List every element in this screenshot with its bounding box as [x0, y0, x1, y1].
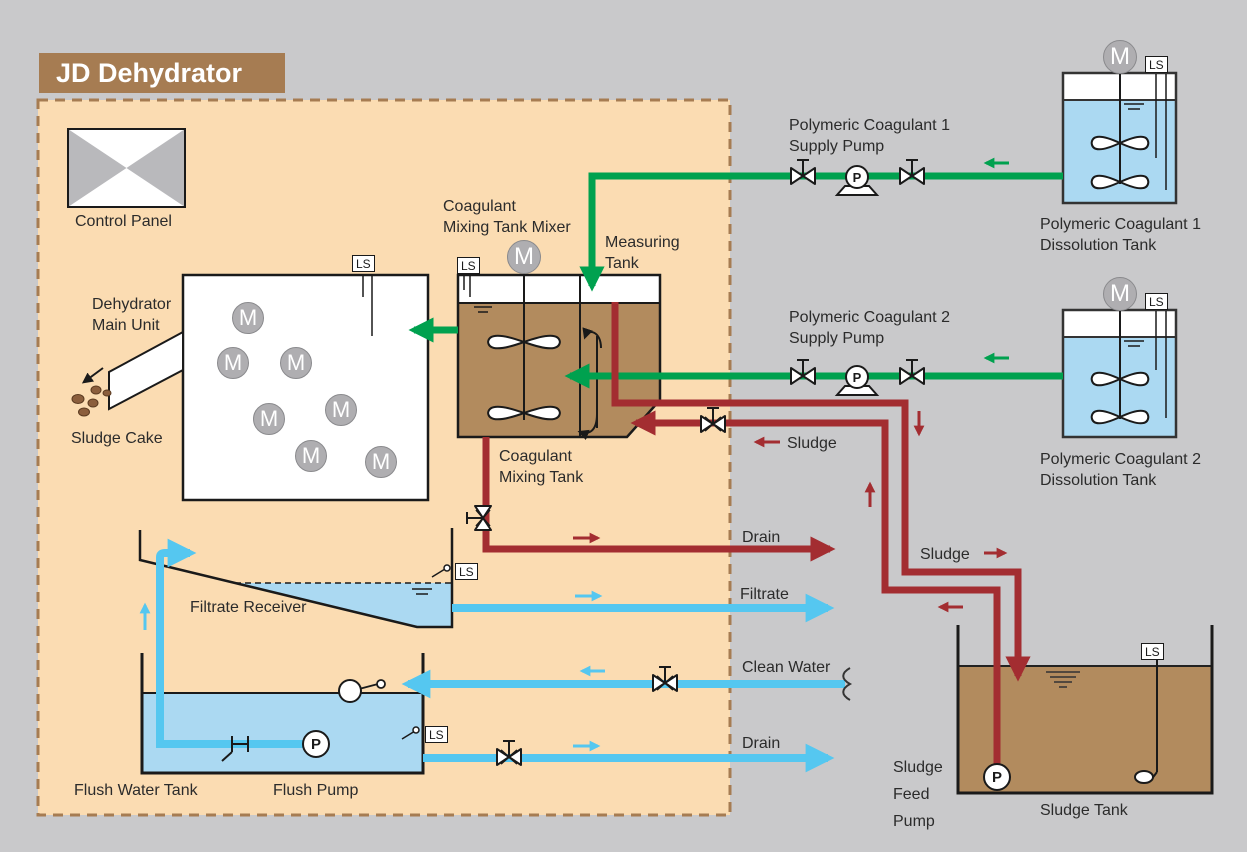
coagulant-mixing-tank-label-line2: Mixing Tank: [499, 469, 584, 486]
coagulant-mixing-tank-label-line1: Coagulant: [499, 448, 572, 465]
sludge-cake-pellets: [71, 385, 112, 417]
page-title: JD Dehydrator: [39, 53, 285, 93]
filtrate-receiver-label: Filtrate Receiver: [190, 599, 307, 616]
mixing-tank-level-switch: LS: [457, 257, 480, 274]
sludge-tank-label: Sludge Tank: [1040, 802, 1128, 819]
drain-pipe-upper: [482, 437, 836, 562]
sludge-return-label: Sludge: [920, 546, 970, 563]
coagulant1-valve-2: [899, 159, 925, 185]
dehydrator-motor-icon: M: [217, 347, 249, 379]
coagulant1-pump-icon: P: [845, 165, 869, 189]
dehydrator-motor-icon: M: [325, 394, 357, 426]
coagulant-mixing-tank: [456, 272, 662, 441]
mixing-tank-mixer-label-line1: Coagulant: [443, 198, 516, 215]
tank2-level-switch: LS: [1145, 293, 1168, 310]
clean-water-pipe: [401, 665, 853, 701]
pc1-supply-pump-label-line2: Supply Pump: [789, 138, 885, 155]
filtrate-pipe: [452, 590, 835, 623]
flush-water-tank-label: Flush Water Tank: [74, 782, 198, 799]
measuring-tank-label-line1: Measuring: [605, 234, 680, 251]
float-valve: [338, 679, 386, 703]
flush-pump-icon: P: [302, 730, 330, 758]
pc1-supply-pump-label-line1: Polymeric Coagulant 1: [789, 117, 950, 134]
pc2-dissolution-tank-label: Polymeric Coagulant 2 Dissolution Tank: [1040, 449, 1201, 491]
pc2-supply-pump-label-line1: Polymeric Coagulant 2: [789, 309, 950, 326]
clean-water-label: Clean Water: [742, 659, 831, 676]
tank2-mixer-motor-icon: M: [1103, 277, 1137, 311]
dehydrator-motor-icon: M: [295, 440, 327, 472]
dehydrator-level-switch: LS: [352, 255, 375, 272]
foot-valve: [221, 736, 249, 762]
pc2-supply-pump-label: Polymeric Coagulant 2 Supply Pump: [789, 307, 950, 349]
pc1-supply-pump-label: Polymeric Coagulant 1 Supply Pump: [789, 115, 950, 157]
measuring-tank-label: Measuring Tank: [605, 232, 680, 274]
sludge-feed-pump-icon: P: [983, 763, 1011, 791]
pc2-dissolution-tank-label-line1: Polymeric Coagulant 2: [1040, 451, 1201, 468]
pc2-supply-pump-label-line2: Supply Pump: [789, 330, 885, 347]
filtrate-label: Filtrate: [740, 586, 789, 603]
flush-tank-level-switch: LS: [425, 726, 448, 743]
sludge-feed-pipe: [630, 410, 1001, 765]
sludge-feed-pump-label-line2: Feed: [893, 786, 930, 803]
tank1-level-switch: LS: [1145, 56, 1168, 73]
coagulant1-valve-1: [790, 159, 816, 185]
flush-water-tank: [140, 653, 425, 775]
dehydrator-unit-label-line2: Main Unit: [92, 317, 160, 334]
coagulant-mixing-tank-label: Coagulant Mixing Tank: [499, 446, 583, 488]
sludge-cake-chute: [81, 330, 184, 411]
sludge-return-pipe: [611, 302, 1031, 682]
drain-lower-label: Drain: [742, 735, 781, 752]
dehydrator-unit-label: Dehydrator Main Unit: [92, 294, 171, 336]
dehydrator-motor-icon: M: [365, 446, 397, 478]
measuring-tank-label-line2: Tank: [605, 255, 639, 272]
sludge-feed-pump-label: Sludge Feed Pump: [893, 754, 943, 835]
sludge-tank-level-switch: LS: [1141, 643, 1164, 660]
coagulant2-valve-2: [899, 359, 925, 385]
dissolution-tank-1: [1061, 71, 1178, 205]
measuring-tank-internal-pipe: [577, 327, 602, 441]
dissolution-tank-2: [1061, 308, 1178, 439]
dehydrator-motor-icon: M: [280, 347, 312, 379]
pc1-dissolution-tank-label-line1: Polymeric Coagulant 1: [1040, 216, 1201, 233]
sludge-tank-level-float: [1134, 660, 1158, 784]
sludge-feed-pump-label-line3: Pump: [893, 813, 935, 830]
sludge-inlet-label: Sludge: [787, 435, 837, 452]
coagulant2-pump-icon: P: [845, 365, 869, 389]
dehydrator-motor-icon: M: [253, 403, 285, 435]
control-panel-label: Control Panel: [75, 213, 172, 230]
flush-pump-label: Flush Pump: [273, 782, 359, 799]
mixer-motor-icon: M: [507, 240, 541, 274]
drain-pipe-lower: [423, 740, 835, 773]
dehydrator-unit-label-line1: Dehydrator: [92, 296, 172, 313]
receiver-level-switch: LS: [455, 563, 478, 580]
pc1-dissolution-tank-label: Polymeric Coagulant 1 Dissolution Tank: [1040, 214, 1201, 256]
line-break-symbol: [842, 667, 853, 701]
coagulant2-supply-pipe: [564, 352, 1063, 389]
mixing-tank-mixer-label: Coagulant Mixing Tank Mixer: [443, 196, 571, 238]
filtrate-receiver: [138, 528, 454, 629]
sludge-feed-pump-label-line1: Sludge: [893, 759, 943, 776]
control-panel-icon: [67, 128, 186, 208]
sludge-cake-label: Sludge Cake: [71, 430, 163, 447]
dehydrator-motor-icon: M: [232, 302, 264, 334]
mixing-tank-mixer-label-line2: Mixing Tank Mixer: [443, 219, 571, 236]
coagulant2-valve-1: [790, 359, 816, 385]
pc2-dissolution-tank-label-line2: Dissolution Tank: [1040, 472, 1157, 489]
pc1-dissolution-tank-label-line2: Dissolution Tank: [1040, 237, 1157, 254]
drain-upper-label: Drain: [742, 529, 781, 546]
flush-pipe: [139, 538, 304, 762]
tank1-mixer-motor-icon: M: [1103, 40, 1137, 74]
